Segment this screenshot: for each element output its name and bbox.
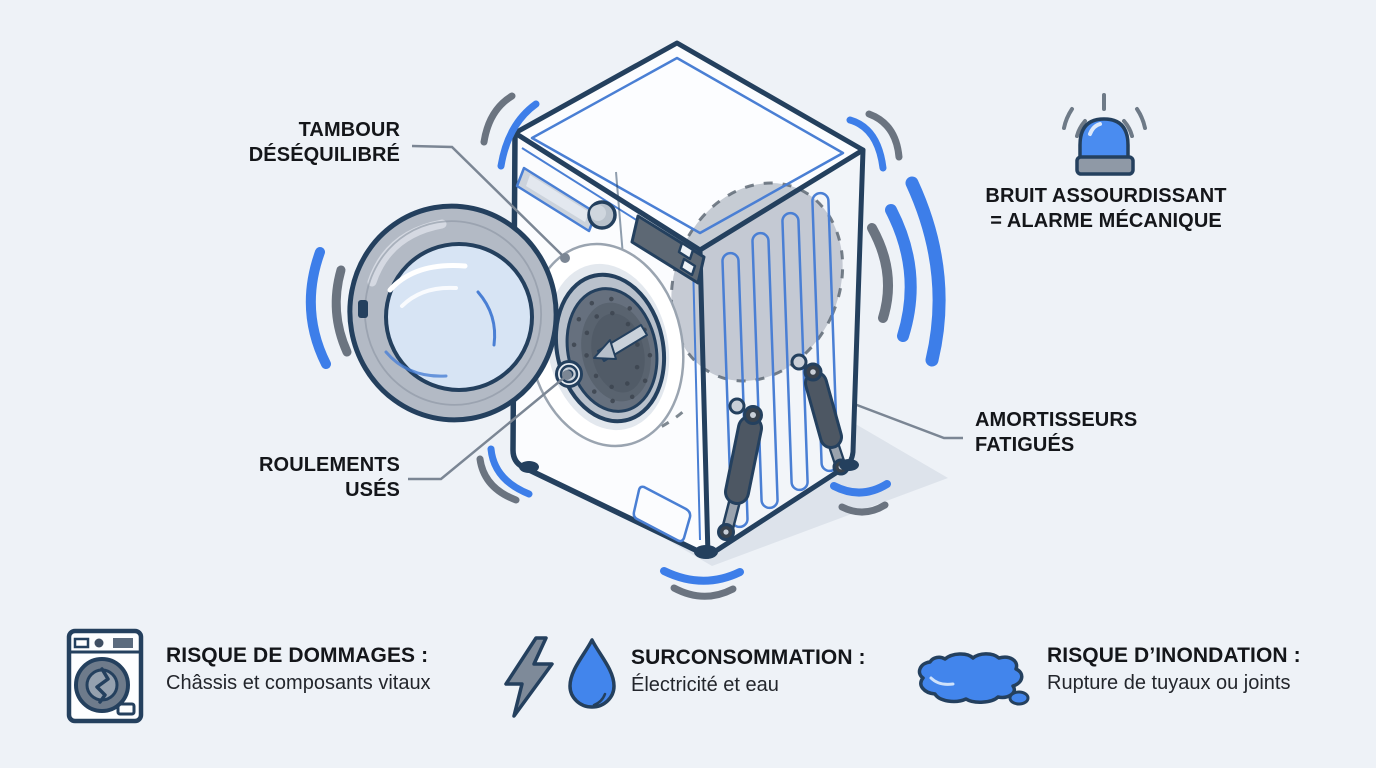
leader-lines (408, 144, 572, 481)
drum-opening (527, 242, 685, 448)
shock-absorbers (717, 353, 850, 541)
label-line: AMORTISSEURS (975, 409, 1138, 431)
legend-subtitle: Châssis et composants vitaux (166, 672, 431, 694)
legend-title: RISQUE DE DOMMAGES : (166, 644, 429, 667)
leader-line-tambour (411, 144, 565, 258)
label-tired-shock-absorbers: AMORTISSEURS FATIGUÉS (975, 408, 1235, 458)
siren-icon (1062, 93, 1147, 176)
door-latch (358, 300, 368, 318)
vibration-waves (305, 92, 946, 600)
mounting-washer (728, 397, 746, 415)
leader-line-roulements (408, 376, 566, 481)
cracked-washer-icon (66, 628, 144, 724)
label-unbalanced-drum: TAMBOUR DÉSÉQUILIBRÉ (176, 118, 400, 168)
machine-feet (519, 459, 859, 559)
lightning-icon (504, 636, 554, 718)
leader-dot-tambour (560, 253, 570, 263)
panel-button (679, 257, 697, 277)
water-drop-icon (568, 638, 616, 709)
label-line: USÉS (345, 479, 400, 501)
open-door (347, 203, 559, 423)
shock-absorber-front (717, 405, 763, 541)
legend-subtitle: Électricité et eau (631, 674, 779, 696)
water-puddle-icon (917, 652, 1030, 706)
legend-item-damage: RISQUE DE DOMMAGES : Châssis et composan… (166, 644, 431, 695)
label-line: FATIGUÉS (975, 434, 1075, 456)
label-line: ROULEMENTS (259, 454, 400, 476)
label-line: BRUIT ASSOURDISSANT (985, 185, 1227, 207)
mounting-washer (790, 353, 808, 371)
legend-item-overconsumption: SURCONSOMMATION : Électricité et eau (631, 646, 866, 697)
label-deafening-noise: BRUIT ASSOURDISSANT = ALARME MÉCANIQUE (958, 184, 1254, 234)
vent-slots (721, 191, 839, 529)
label-line: DÉSÉQUILIBRÉ (248, 144, 400, 166)
leader-dot-roulements (562, 370, 572, 380)
label-worn-bearings: ROULEMENTS USÉS (176, 453, 400, 503)
lightning-water-icon (504, 636, 616, 718)
label-line: = ALARME MÉCANIQUE (990, 210, 1222, 232)
kick-plate (632, 485, 692, 543)
legend-subtitle: Rupture de tuyaux ou joints (1047, 672, 1291, 694)
label-line: TAMBOUR (298, 119, 400, 141)
legend-title: RISQUE D’INONDATION : (1047, 644, 1301, 667)
legend-item-flood: RISQUE D’INONDATION : Rupture de tuyaux … (1047, 644, 1301, 695)
door-glass (384, 242, 534, 392)
panel-button (677, 241, 695, 261)
legend-title: SURCONSOMMATION : (631, 646, 866, 669)
